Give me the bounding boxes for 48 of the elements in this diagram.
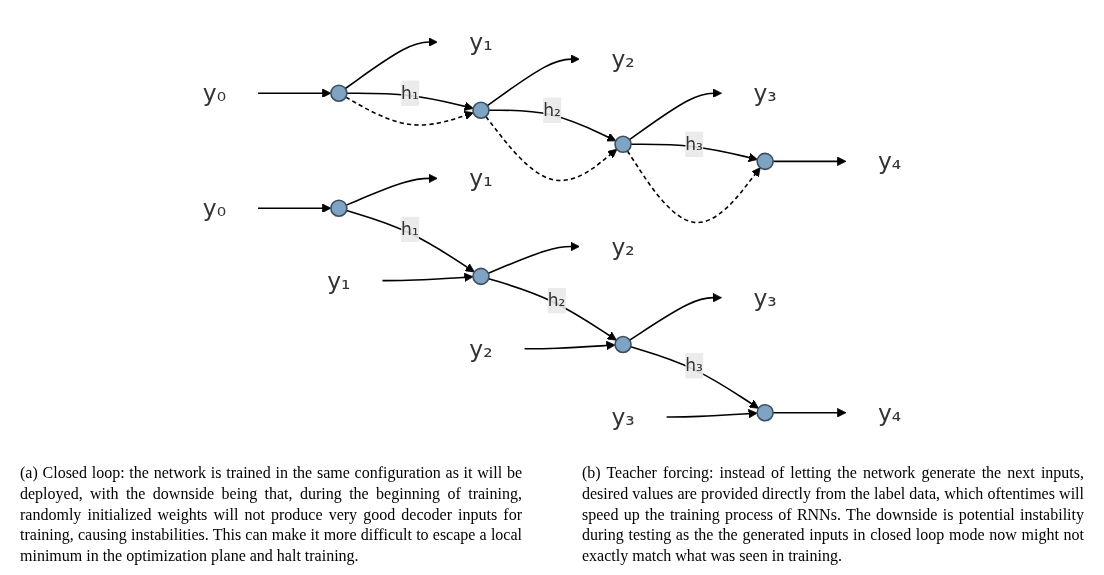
arrow bbox=[629, 346, 759, 409]
arrow bbox=[257, 88, 332, 98]
arrow bbox=[523, 340, 616, 351]
arrow bbox=[628, 293, 722, 341]
arrow bbox=[381, 272, 474, 283]
node-text: y₄ bbox=[877, 399, 902, 426]
node-circle bbox=[330, 84, 348, 102]
node-text: y₁ bbox=[469, 28, 493, 56]
node-circle bbox=[614, 135, 632, 154]
node-text: y₂ bbox=[611, 233, 635, 260]
node-circle bbox=[472, 101, 490, 119]
caption-text: (b) Teacher forcing: instead of letting the network generate the next inputs, desired values are provided directly from the label data, which oftentimes will speed up the training process of RNNs. The downside is potential instability during testing as the the generated inputs in closed loop mode now might not exactly match what was seen in training. bbox=[582, 463, 1084, 567]
arrow bbox=[486, 54, 580, 107]
node-text: y₃ bbox=[753, 284, 777, 311]
edge-label: h₁ bbox=[401, 218, 419, 240]
arrow bbox=[345, 209, 475, 273]
arrow bbox=[665, 409, 758, 419]
node-circle bbox=[614, 335, 632, 354]
edge-label: h₂ bbox=[547, 290, 566, 311]
node-circle bbox=[330, 199, 348, 217]
node-circle bbox=[756, 152, 774, 171]
node-circle bbox=[756, 403, 774, 422]
node-text: y₂ bbox=[611, 45, 635, 73]
arrow bbox=[345, 96, 474, 126]
arrow bbox=[772, 156, 847, 167]
arrow bbox=[487, 241, 580, 275]
edge-label: h₃ bbox=[685, 355, 703, 376]
node-text: y₃ bbox=[611, 403, 635, 431]
arrow bbox=[628, 88, 722, 141]
caption-text: (a) Closed loop: the network is trained in the same configuration as it will be deployed, with the downside being that, during the beginning of training, randomly initialized weights will not produce very good decoder inputs for training, causing instabilities. This can make it more difficult to escape a local minimum in the optimization plane and halt training. bbox=[20, 463, 522, 567]
node-text: y₂ bbox=[469, 335, 493, 363]
arrow bbox=[344, 37, 438, 90]
arrow bbox=[257, 203, 332, 213]
node-text: y₄ bbox=[877, 148, 902, 175]
arrow bbox=[487, 277, 617, 341]
node-circle bbox=[472, 267, 490, 286]
arrow bbox=[485, 115, 618, 182]
node-text: y₁ bbox=[327, 267, 351, 294]
edge-label: h₂ bbox=[543, 99, 561, 120]
node-text: y₀ bbox=[202, 79, 227, 107]
node-text: y₃ bbox=[753, 79, 777, 107]
arrow bbox=[345, 173, 438, 206]
edge-label: h₃ bbox=[685, 133, 703, 154]
node-text: y₀ bbox=[202, 194, 227, 222]
arrow bbox=[626, 150, 761, 224]
node-text: y₁ bbox=[469, 165, 493, 192]
arrow bbox=[772, 408, 847, 418]
edge-label: h₁ bbox=[401, 82, 419, 103]
